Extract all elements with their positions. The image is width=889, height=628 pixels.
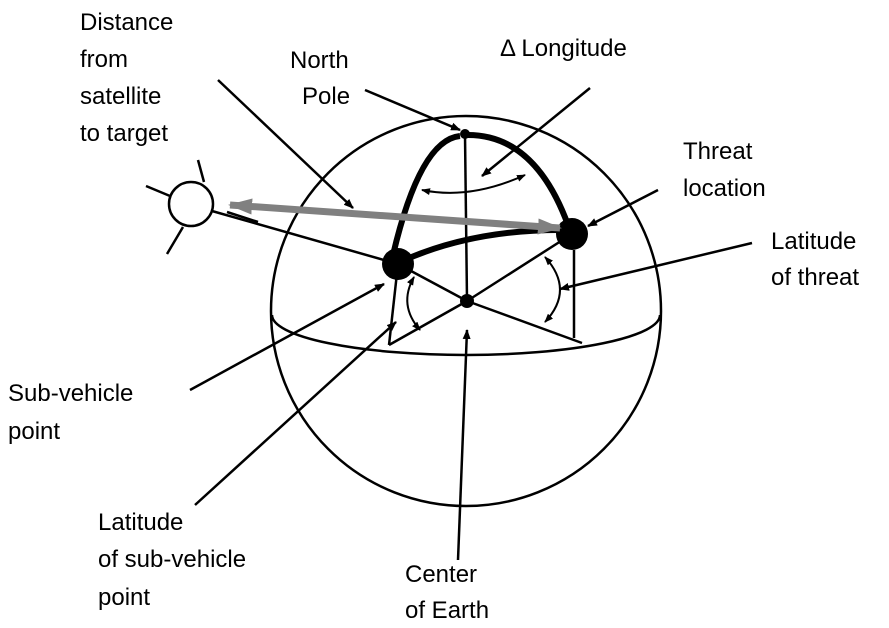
north-pole-point: [460, 129, 470, 139]
label-sub-vehicle-point: Sub-vehicle point: [8, 380, 140, 445]
latitude-sub-vehicle-angle: [406, 276, 421, 331]
label-distance: Distance from satellite to target: [80, 9, 180, 147]
sub-vehicle-point: [382, 248, 414, 280]
threat-point: [556, 218, 588, 250]
satellite-to-target-range-arrow: [228, 198, 562, 235]
label-north-pole: North Pole: [290, 47, 355, 110]
delta-longitude-angle: [421, 174, 526, 196]
leader-lines: [189, 79, 753, 561]
latitude-threat-angle: [544, 256, 561, 323]
label-threat-location: Threat location: [683, 138, 766, 202]
label-center-of-earth: Center of Earth: [405, 561, 489, 624]
label-latitude-of-sub-vehicle: Latitude of sub-vehicle point: [98, 509, 253, 611]
great-circle-arcs: [390, 132, 571, 265]
label-delta-longitude: Δ Longitude: [500, 35, 627, 62]
earth-sphere: [269, 114, 663, 508]
label-latitude-of-threat: Latitude of threat: [771, 228, 863, 291]
center-of-earth-point: [460, 294, 474, 308]
